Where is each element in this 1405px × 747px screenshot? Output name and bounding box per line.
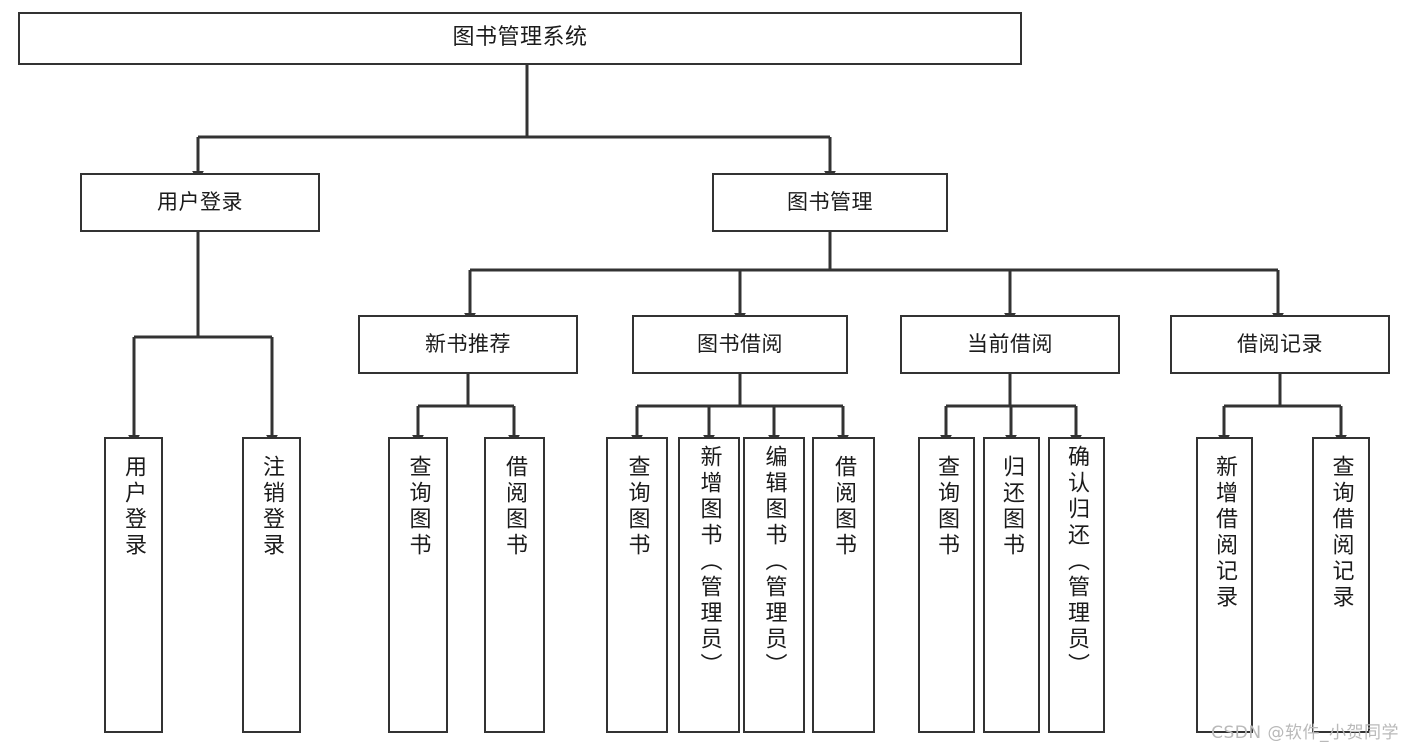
leaf-node-2[interactable]: 注销登录 bbox=[242, 437, 301, 733]
watermark-text: CSDN @软件_小贺同学 bbox=[1211, 723, 1399, 743]
leaf-node-4-label: 借阅图书 bbox=[502, 455, 528, 559]
level1-node-2-label: 图书管理 bbox=[787, 189, 873, 214]
leaf-node-6[interactable]: 新增图书（管理员） bbox=[678, 437, 740, 733]
leaf-node-11-label: 确认归还（管理员） bbox=[1064, 445, 1090, 679]
leaf-node-12-label: 新增借阅记录 bbox=[1212, 455, 1238, 611]
leaf-node-8[interactable]: 借阅图书 bbox=[812, 437, 875, 733]
level2-node-4[interactable]: 借阅记录 bbox=[1170, 315, 1390, 374]
leaf-node-3-label: 查询图书 bbox=[405, 455, 431, 559]
leaf-node-2-label: 注销登录 bbox=[259, 455, 285, 559]
root-node-book-management-system-label: 图书管理系统 bbox=[452, 25, 588, 51]
leaf-node-10[interactable]: 归还图书 bbox=[983, 437, 1040, 733]
leaf-node-1[interactable]: 用户登录 bbox=[104, 437, 163, 733]
level1-node-1[interactable]: 用户登录 bbox=[80, 173, 320, 232]
level2-node-2-label: 图书借阅 bbox=[697, 331, 783, 356]
leaf-node-3[interactable]: 查询图书 bbox=[388, 437, 448, 733]
leaf-node-4[interactable]: 借阅图书 bbox=[484, 437, 545, 733]
leaf-node-7-label: 编辑图书（管理员） bbox=[761, 445, 787, 679]
level1-node-1-label: 用户登录 bbox=[157, 189, 243, 214]
leaf-node-13[interactable]: 查询借阅记录 bbox=[1312, 437, 1370, 733]
level2-node-4-label: 借阅记录 bbox=[1237, 331, 1323, 356]
root-node-book-management-system[interactable]: 图书管理系统 bbox=[18, 12, 1022, 65]
leaf-node-10-label: 归还图书 bbox=[999, 455, 1025, 559]
level2-node-3[interactable]: 当前借阅 bbox=[900, 315, 1120, 374]
level2-node-1[interactable]: 新书推荐 bbox=[358, 315, 578, 374]
leaf-node-5[interactable]: 查询图书 bbox=[606, 437, 668, 733]
leaf-node-9[interactable]: 查询图书 bbox=[918, 437, 975, 733]
leaf-node-11[interactable]: 确认归还（管理员） bbox=[1048, 437, 1105, 733]
leaf-node-8-label: 借阅图书 bbox=[831, 455, 857, 559]
level2-node-3-label: 当前借阅 bbox=[967, 331, 1053, 356]
leaf-node-13-label: 查询借阅记录 bbox=[1328, 455, 1354, 611]
leaf-node-6-label: 新增图书（管理员） bbox=[696, 445, 722, 679]
level2-node-2[interactable]: 图书借阅 bbox=[632, 315, 848, 374]
leaf-node-9-label: 查询图书 bbox=[934, 455, 960, 559]
leaf-node-12[interactable]: 新增借阅记录 bbox=[1196, 437, 1253, 733]
leaf-node-1-label: 用户登录 bbox=[121, 455, 147, 559]
leaf-node-7[interactable]: 编辑图书（管理员） bbox=[743, 437, 805, 733]
level2-node-1-label: 新书推荐 bbox=[425, 331, 511, 356]
leaf-node-5-label: 查询图书 bbox=[624, 455, 650, 559]
level1-node-2[interactable]: 图书管理 bbox=[712, 173, 948, 232]
